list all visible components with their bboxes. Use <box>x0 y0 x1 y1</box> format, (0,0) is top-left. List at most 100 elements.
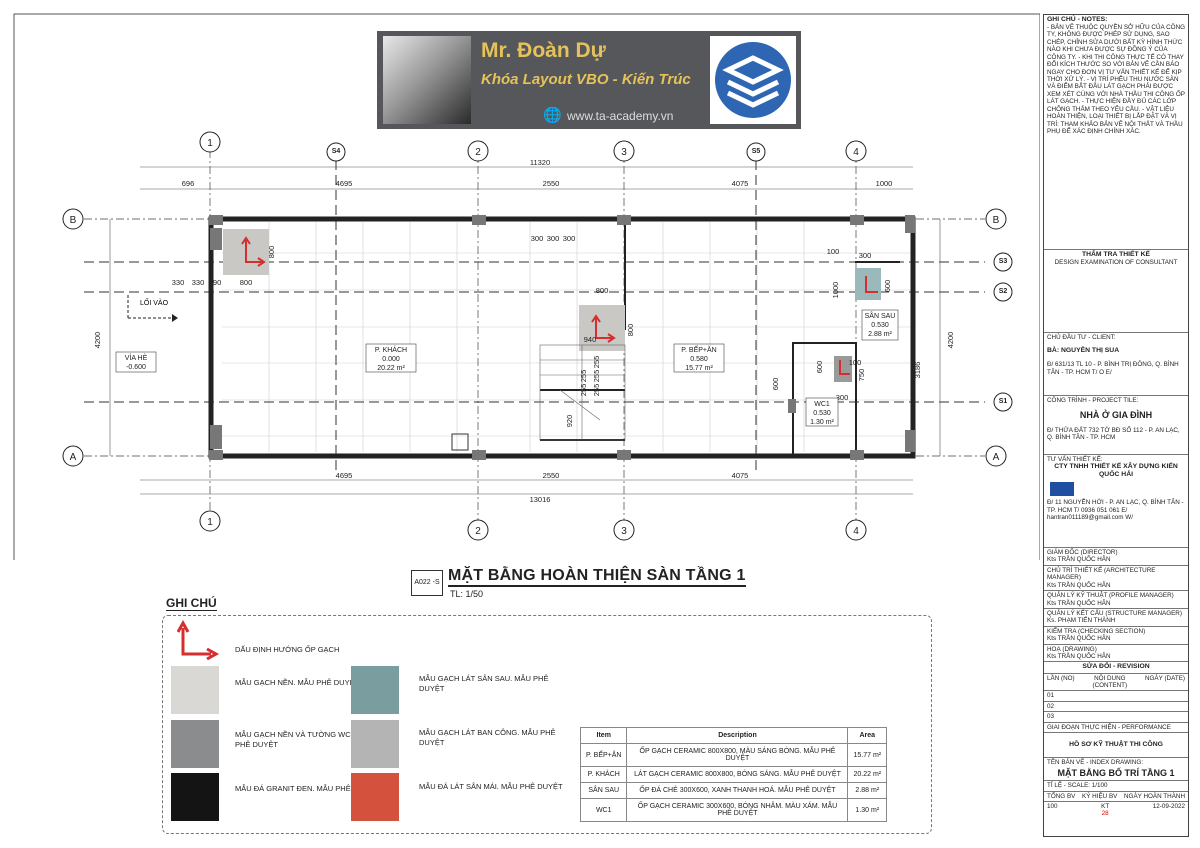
room-level: 0.580 <box>690 356 708 363</box>
dim-misc: 100 <box>827 247 840 256</box>
grid-bubble-b-right <box>985 208 1007 230</box>
role-title: GIÁM ĐỐC (DIRECTOR) <box>1047 549 1118 556</box>
dim-bottom-total: 13016 <box>530 495 551 504</box>
consultant-label: TƯ VẤN THIẾT KẾ: <box>1047 456 1103 463</box>
section-bubble-s4 <box>326 142 346 162</box>
legend-label: MẪU GẠCH LÁT BAN CÔNG. MẪU PHÊ DUYỆT <box>419 728 556 747</box>
room-name: SÂN SAU <box>865 311 896 320</box>
grid-label: 3 <box>621 526 627 537</box>
title-block: GHI CHÚ - NOTES: - BẢN VẼ THUỘC QUYỀN SỞ… <box>1043 14 1189 837</box>
role-title: HOẠ (DRAWING) <box>1047 645 1097 653</box>
role-person: Ks. PHẠM TIẾN THÀNH <box>1047 617 1116 625</box>
review-subheading: DESIGN EXAMINATION OF CONSULTANT <box>1054 259 1178 267</box>
project-address: Đ/ THỬA ĐẤT 732 TỜ BĐ SỐ 112 - P. AN LẠC… <box>1047 427 1180 442</box>
role-title: CHỦ TRÌ THIẾT KẾ (ARCHITECTURE MANAGER) <box>1047 566 1156 582</box>
foot-total: 100 <box>1047 802 1058 810</box>
room-name: P. BẾP+ĂN <box>681 344 716 354</box>
instructor-photo <box>383 36 471 124</box>
dim-misc: 300 <box>531 234 544 243</box>
section-bubble-s3 <box>993 252 1013 272</box>
dim-left: 4200 <box>93 332 102 349</box>
room-level: -0.600 <box>126 364 146 371</box>
foot-header: NGÀY HOÀN THÀNH <box>1124 792 1185 800</box>
direction-arrow-icon <box>177 620 220 660</box>
rev-header: NỘI DUNG (CONTENT) <box>1092 674 1128 689</box>
room-name: P. KHÁCH <box>375 345 407 354</box>
globe-icon: 🌐 <box>543 107 562 124</box>
dim-misc: 300 <box>563 234 576 243</box>
dim-misc: 600 <box>883 280 892 293</box>
room-area: 2.88 m² <box>868 331 892 338</box>
section-bubble-s2 <box>993 282 1013 302</box>
role-title: QUẢN LÝ KỸ THUẬT (PROFILE MANAGER) <box>1047 592 1174 600</box>
foot-header: TỔNG BV <box>1047 792 1076 800</box>
stairs <box>539 344 626 441</box>
grid-bubble-4b <box>845 519 867 541</box>
scale-text: TỈ LỆ - SCALE: 1/100 <box>1044 781 1188 792</box>
dim-right: 4200 <box>946 332 955 349</box>
floor-plan: LỐI VÀO 11320 696 4695 2550 4075 1000 46… <box>13 13 1040 560</box>
dim-misc: 800 <box>626 324 635 337</box>
spec-cell: 20.22 m² <box>847 766 888 783</box>
grid-bubble-2 <box>467 140 489 162</box>
spec-cell: LÁT GẠCH CERAMIC 800X800, BÓNG SÁNG. MẪU… <box>626 766 849 783</box>
spec-header: Area <box>847 727 888 744</box>
grid-label: B <box>70 215 77 226</box>
grid-label: A <box>993 452 1000 463</box>
consultant-logo <box>1050 482 1074 497</box>
dim-bottom-seg: 2550 <box>543 471 560 480</box>
dim-bottom-seg: 4695 <box>336 471 353 480</box>
room-name: VỈA HÈ <box>125 353 148 362</box>
legend-direction-label: DẤU ĐỊNH HƯỚNG ỐP GẠCH <box>235 645 340 654</box>
room-level: 0.530 <box>871 322 889 329</box>
dim-top-seg: 696 <box>182 179 195 188</box>
project-label: CÔNG TRÌNH - PROJECT TILE: <box>1047 397 1139 404</box>
spec-table: Item Description Area P. BẾP+ĂN ỐP GẠCH … <box>579 727 888 822</box>
dim-misc: 800 <box>240 278 253 287</box>
foot-header: KÝ HIỆU BV <box>1082 792 1118 800</box>
role-title: KIỂM TRA (CHECKING SECTION) <box>1047 627 1146 635</box>
course-title: Khóa Layout VBO - Kiến Trúc <box>481 71 691 88</box>
spec-cell: ỐP ĐÁ CHẺ 300X600, XANH THANH HOÁ. MẪU P… <box>626 782 849 799</box>
tile-sample-kitchen <box>579 305 625 351</box>
room-level: 0.000 <box>382 356 400 363</box>
dim-misc: 750 <box>857 369 866 382</box>
walls <box>208 216 916 459</box>
role-person: Kts TRẦN QUỐC HÂN <box>1047 653 1111 661</box>
phase-label: GIAI ĐOẠN THỰC HIỆN - PERFORMANCE <box>1044 723 1188 734</box>
client-label: CHỦ ĐẦU TƯ - CLIENT: <box>1047 334 1116 341</box>
project-name: NHÀ Ở GIA ĐÌNH <box>1079 410 1153 421</box>
room-area: 1.30 m² <box>810 419 834 426</box>
dim-misc: 330 <box>192 278 205 287</box>
spec-cell: P. KHÁCH <box>579 766 628 783</box>
legend-label: MẪU ĐÁ GRANIT ĐEN. MẪU PHÊ DUYỆT <box>235 784 379 793</box>
rev-row: 02 <box>1044 702 1188 713</box>
section-lines <box>84 160 985 470</box>
client-name: BÀ: NGUYỄN THỊ SUA <box>1047 347 1120 355</box>
dim-bottom-seg: 4075 <box>732 471 749 480</box>
swatch-light-tile <box>171 666 219 714</box>
dim-misc: 300 <box>836 393 849 402</box>
drain-box <box>451 433 469 451</box>
legend-label: MẪU GẠCH NỀN. MẪU PHÊ DUYỆT <box>235 678 360 687</box>
table-row: P. KHÁCH LÁT GẠCH CERAMIC 800X800, BÓNG … <box>579 766 888 783</box>
grid-label: 1 <box>207 517 213 528</box>
grid-bubble-3 <box>613 140 635 162</box>
dim-top-seg: 1000 <box>876 179 893 188</box>
section-label: S4 <box>332 148 341 155</box>
legend-heading: GHI CHÚ <box>166 596 217 611</box>
dim-top-seg: 2550 <box>543 179 560 188</box>
columns <box>209 215 915 460</box>
entrance-arrow <box>127 295 178 322</box>
tile-direction-arrows <box>241 236 878 375</box>
entrance-label: LỐI VÀO <box>140 297 169 307</box>
grid-label: 2 <box>475 526 481 537</box>
rev-header: NGÀY (DATE) <box>1144 674 1185 682</box>
spec-cell: ỐP GẠCH CERAMIC 300X600, BÓNG NHÂM. MÀU … <box>626 798 849 822</box>
website-link[interactable]: www.ta-academy.vn <box>567 109 674 123</box>
tile-sample-wc <box>834 356 852 382</box>
role-person: Kts TRẦN QUỐC HÂN <box>1047 581 1111 589</box>
dim-misc: 330 <box>172 278 185 287</box>
dim-misc: 255 <box>579 384 588 397</box>
role-person: Kts TRẦN QUỐC HÂN <box>1047 556 1111 564</box>
